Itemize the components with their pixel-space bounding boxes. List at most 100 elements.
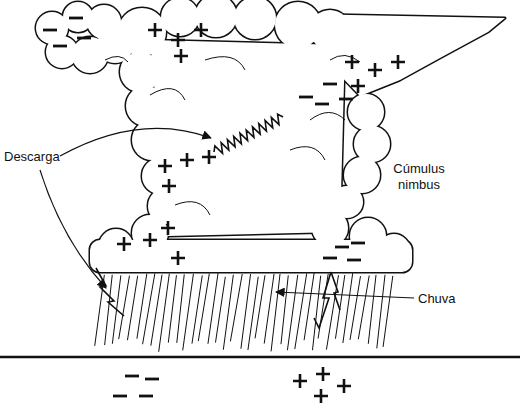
cloud-puff — [234, 0, 276, 39]
negative-charge — [43, 29, 57, 32]
positive-charge — [174, 49, 188, 63]
cloud-puff — [161, 0, 199, 36]
positive-charge — [351, 79, 365, 93]
cloud-puff — [161, 0, 199, 36]
rain-streak — [151, 275, 162, 346]
positive-charge — [345, 55, 359, 69]
rain-streak — [304, 273, 314, 340]
rain-streak — [127, 276, 137, 341]
negative-charge — [351, 242, 365, 245]
cloud-puff — [354, 126, 390, 162]
positive-charge — [293, 374, 307, 388]
positive-charge — [194, 23, 208, 37]
rain-lines — [95, 273, 393, 352]
positive-charge — [158, 159, 172, 173]
leader-lines — [40, 128, 414, 298]
rain-streak — [177, 274, 184, 342]
lightning-bolts — [96, 114, 340, 328]
cloud-base — [90, 240, 412, 272]
cloud-puff — [348, 94, 384, 130]
rain-streak — [281, 275, 288, 344]
positive-charge — [368, 63, 382, 77]
rain-streak — [95, 275, 105, 346]
negative-charge — [339, 98, 353, 101]
rain-streak — [312, 276, 320, 351]
positive-charge — [143, 233, 157, 247]
callout-label: Descarga — [4, 149, 84, 165]
callout-label: Chuva — [418, 291, 478, 307]
cloud-contour — [105, 56, 128, 62]
cloud-puff — [234, 0, 276, 39]
positive-charge — [202, 150, 216, 164]
positive-charge — [314, 389, 328, 403]
negative-charge — [139, 395, 153, 398]
lightning-bolt — [96, 268, 124, 316]
cloud-contours — [105, 55, 360, 215]
cloud-body — [300, 14, 505, 96]
rain-streak — [383, 276, 393, 347]
rain-streak — [241, 274, 251, 349]
cloud-contour — [150, 89, 185, 100]
cloud-body — [150, 40, 345, 236]
cloud-outline — [36, 0, 505, 272]
cloud-contour — [290, 147, 325, 160]
rain-streak — [159, 274, 170, 352]
negative-charge — [347, 259, 361, 262]
cloud-puff — [195, 0, 237, 37]
leader-arrow — [60, 128, 211, 156]
lightning-bolt — [214, 114, 283, 153]
negative-charge — [53, 45, 67, 48]
negative-charge — [335, 246, 349, 249]
negative-charge — [315, 103, 329, 106]
charges — [43, 18, 405, 403]
leader-arrow — [276, 292, 414, 298]
positive-charge — [171, 33, 185, 47]
rain-streak — [271, 274, 280, 351]
negative-charge — [69, 17, 83, 20]
positive-charge — [391, 55, 405, 69]
positive-charge — [161, 221, 175, 235]
callout-label: Cúmulus nimbus — [388, 161, 450, 193]
negative-charge — [77, 37, 91, 40]
rain-streak — [335, 275, 344, 339]
rain-streak — [215, 277, 225, 343]
cloud-base — [90, 240, 412, 272]
negative-charge — [299, 96, 313, 99]
positive-charge — [180, 153, 194, 167]
negative-charge — [113, 395, 127, 398]
cloud-fill — [36, 0, 505, 272]
lightning-bolt — [314, 272, 331, 328]
rain-streak — [368, 275, 376, 344]
rain-streak — [264, 274, 274, 344]
cloud-contour — [205, 57, 245, 70]
negative-charge — [125, 375, 139, 378]
negative-charge — [323, 83, 337, 86]
rain-streak — [223, 275, 233, 350]
cloud-puff — [348, 94, 384, 130]
ground-line — [0, 356, 520, 359]
cloud-body — [300, 14, 505, 96]
cloud-body — [150, 40, 345, 236]
positive-charge — [148, 23, 162, 37]
lightning-bolt — [331, 272, 340, 310]
rain-streak — [119, 276, 130, 339]
cloud-puff — [354, 126, 390, 162]
positive-charge — [162, 179, 176, 193]
rain-streak — [230, 274, 242, 341]
rain-streak — [377, 275, 385, 349]
rain-streak — [198, 274, 209, 342]
positive-charge — [316, 367, 330, 381]
rain-streak — [183, 274, 194, 350]
positive-charge — [337, 379, 351, 393]
cloud-contour — [175, 202, 210, 215]
cloud-puff — [195, 0, 237, 37]
rain-streak — [350, 276, 360, 340]
rain-streak — [255, 275, 265, 338]
cloud-contour — [310, 113, 345, 121]
positive-charge — [117, 237, 131, 251]
negative-charge — [145, 378, 159, 381]
positive-charge — [171, 251, 185, 265]
rain-streak — [248, 277, 258, 350]
